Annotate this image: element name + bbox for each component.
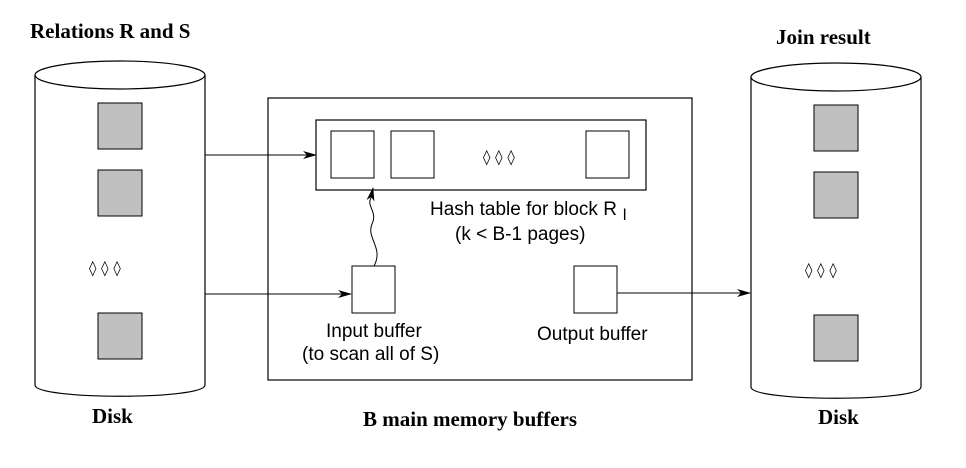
left-title: Relations R and S: [30, 19, 190, 43]
input-buffer-sublabel: (to scan all of S): [302, 344, 439, 365]
right-disk-page-2: [813, 171, 859, 219]
hash-table-page-3: [585, 130, 630, 179]
memory-caption: B main memory buffers: [363, 407, 577, 431]
right-disk-label: Disk: [818, 405, 859, 429]
arrow-input-buffer-to-hash-table: [366, 187, 378, 267]
left-disk-page-3: [97, 312, 143, 360]
input-buffer-box: [351, 265, 396, 314]
hash-table-ellipsis: ◊ ◊ ◊: [483, 148, 515, 166]
left-disk-page-2: [97, 169, 143, 217]
left-disk-ellipsis: ◊ ◊ ◊: [89, 259, 121, 277]
output-buffer-label: Output buffer: [537, 324, 648, 345]
right-disk-ellipsis: ◊ ◊ ◊: [805, 261, 837, 279]
right-disk-cylinder: [750, 62, 922, 399]
hash-table-page-2: [390, 130, 435, 179]
output-buffer-box: [573, 265, 618, 314]
hash-table-capacity-label: (k < B-1 pages): [455, 224, 585, 245]
input-buffer-label: Input buffer: [326, 321, 422, 342]
main-memory-box: [267, 97, 693, 381]
right-title: Join result: [776, 25, 871, 49]
hash-table-page-1: [330, 130, 375, 179]
left-disk-label: Disk: [92, 404, 133, 428]
left-disk-page-1: [97, 102, 143, 150]
right-disk-page-3: [813, 314, 859, 362]
right-disk-page-1: [813, 104, 859, 152]
left-disk-cylinder: [34, 60, 206, 397]
